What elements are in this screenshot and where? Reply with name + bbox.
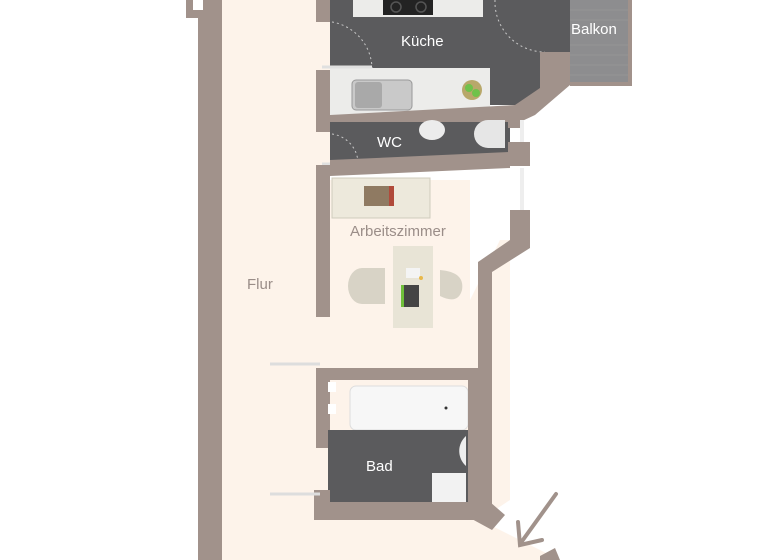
toilet-icon	[474, 120, 505, 148]
room-label-wc: WC	[377, 134, 402, 151]
laptop-icon	[403, 285, 419, 307]
left-wall	[198, 0, 222, 560]
wc-sink-icon	[419, 120, 445, 140]
room-label-bad: Bad	[366, 458, 393, 475]
arrow-down-left-icon	[516, 492, 558, 548]
room-label-kueche: Küche	[401, 33, 444, 50]
room-label-flur: Flur	[247, 276, 273, 293]
room-label-balkon: Balkon	[571, 21, 617, 38]
room-label-arbeitszimmer: Arbeitszimmer	[350, 223, 446, 240]
armchair-icon	[348, 268, 385, 304]
bathtub-icon	[349, 385, 469, 431]
bath-cabinet-icon	[432, 473, 466, 505]
balkon-floor	[570, 0, 628, 82]
bath-sink-icon	[459, 436, 466, 466]
flur-floor	[220, 0, 330, 560]
office-chair-icon	[440, 270, 463, 300]
